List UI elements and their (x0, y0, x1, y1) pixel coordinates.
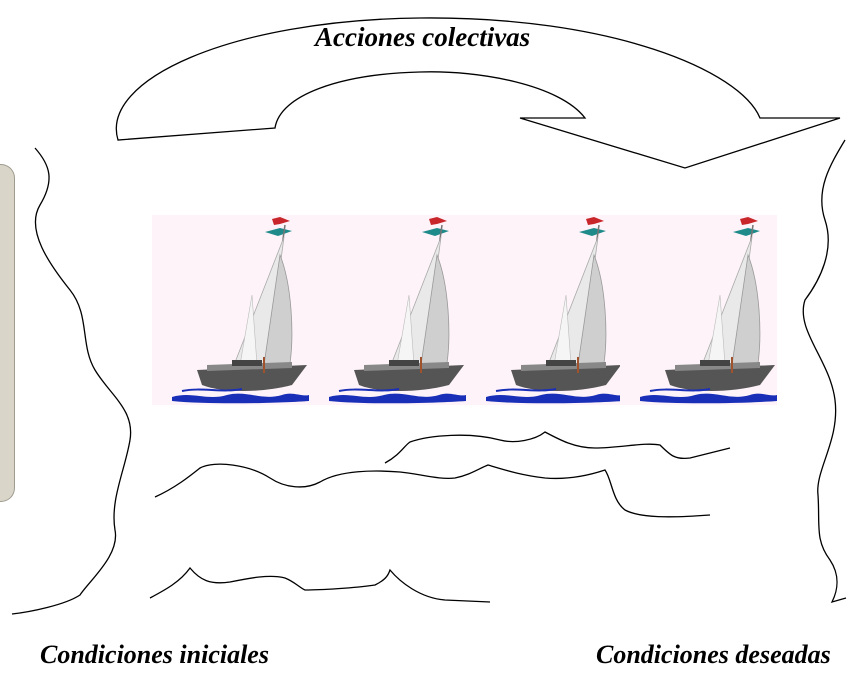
sailboat-3 (465, 214, 624, 406)
sailboat-1 (151, 214, 310, 406)
sailboat-2 (308, 214, 467, 406)
left-boundary-line (11, 147, 132, 615)
wave-line-lower (149, 566, 491, 603)
right-boundary-line (802, 139, 847, 604)
wave-line-upper (384, 431, 731, 464)
curved-arrow (115, 17, 841, 169)
desired-conditions-label: Condiciones deseadas (596, 640, 831, 669)
sailboat-4 (619, 214, 778, 406)
initial-conditions-label: Condiciones iniciales (40, 640, 269, 669)
wave-line-middle (154, 463, 711, 518)
collective-actions-label: Acciones colectivas (315, 22, 531, 52)
